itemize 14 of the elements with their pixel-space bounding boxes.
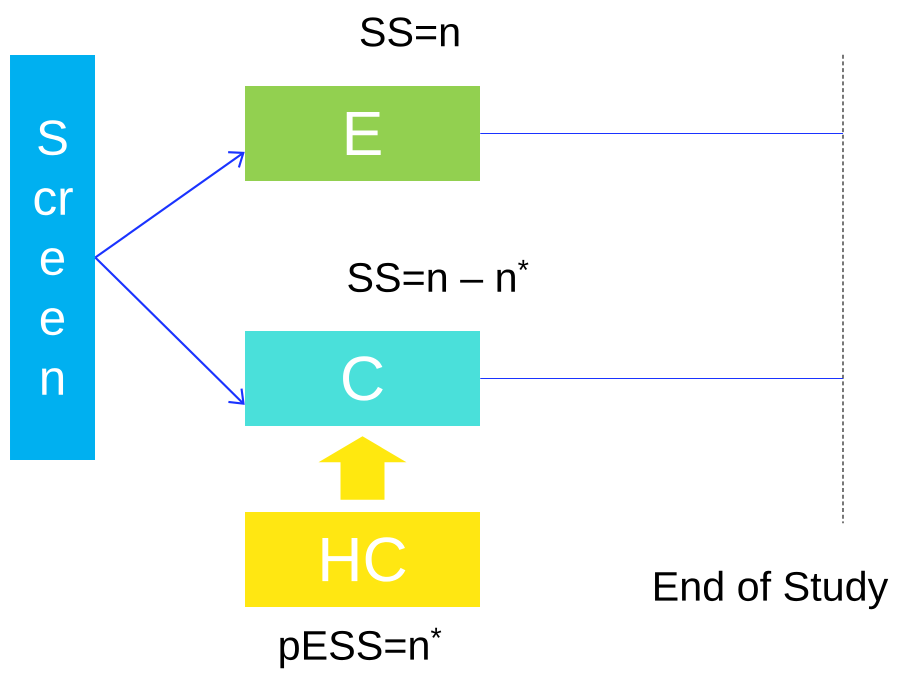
arrow — [94, 256, 245, 405]
arrow — [94, 151, 245, 258]
sample-size-label: SS=n – n$^{*}$ — [348, 260, 528, 292]
group-box: C — [245, 331, 480, 426]
sample-size-label: SS=n — [360, 17, 458, 47]
timeline — [480, 132, 843, 134]
timeline — [480, 378, 843, 380]
group-box: HC — [245, 512, 480, 607]
group-box: E — [245, 86, 480, 181]
block-arrow — [318, 436, 406, 500]
screening-bar: S cr e e n — [10, 55, 95, 460]
end-of-study-label: End of Study — [655, 570, 888, 610]
sample-size-label: pESS=n$^{*}$ — [280, 628, 442, 668]
dashed-end-line — [842, 54, 844, 524]
